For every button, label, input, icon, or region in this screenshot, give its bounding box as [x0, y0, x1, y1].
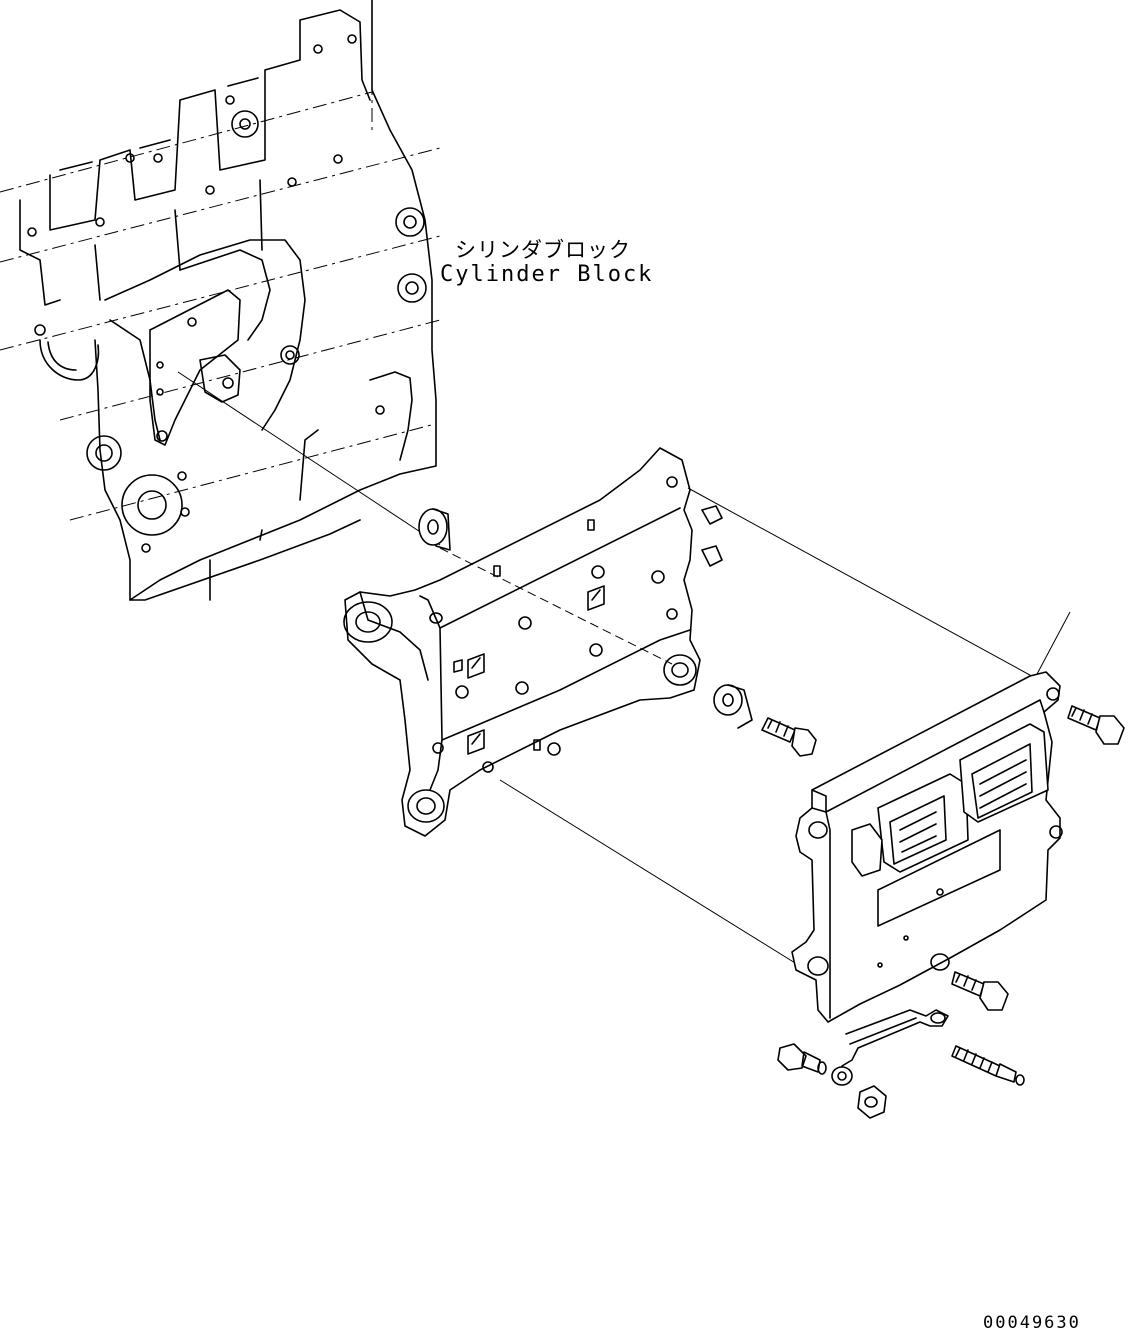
leader-line-lower [499, 779, 801, 967]
leader-line-upper [687, 487, 1051, 687]
ground-strap [831, 1009, 949, 1086]
part-label-english: Cylinder Block [440, 262, 654, 287]
spacer [418, 508, 451, 551]
electronic-controller [791, 671, 1063, 1023]
rubber-mount [713, 684, 753, 729]
mounting-bracket [343, 447, 723, 837]
part-label-japanese: シリンダブロック [455, 238, 631, 262]
stud-bolt [777, 1043, 827, 1075]
cylinder-block [0, 0, 441, 601]
mounting-bolt-middle [761, 717, 817, 757]
assembly-leader-line [177, 371, 441, 546]
part-callout-line [1035, 611, 1071, 677]
mounting-bolt-upper-right [1067, 705, 1125, 745]
flange-nut [857, 1085, 887, 1119]
mounting-bolt-lower-right [951, 971, 1009, 1011]
drawing-number: 00049630 [983, 1313, 1081, 1333]
ground-bolt [951, 1045, 1025, 1086]
